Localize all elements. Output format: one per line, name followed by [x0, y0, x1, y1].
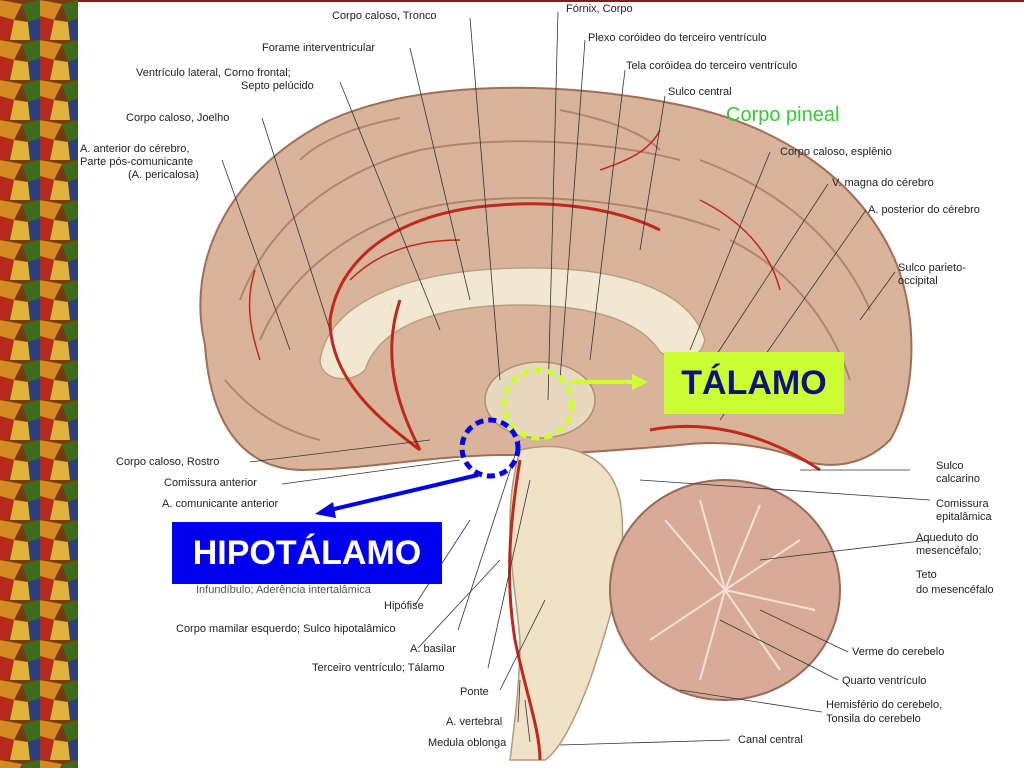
label-ponte: Ponte: [460, 686, 489, 698]
thalamus-shape: [484, 361, 596, 439]
label-comissura-epi-1: Comissura: [936, 498, 989, 510]
label-tela-coroidea: Tela coróidea do terceiro ventrículo: [626, 60, 798, 72]
label-ventriculo-lateral-2: Septo pelúcido: [241, 80, 314, 92]
label-fornix-corpo: Fórnix, Corpo: [566, 3, 633, 15]
label-sulco-central: Sulco central: [668, 86, 732, 98]
label-aqueduto-4: do mesencéfalo: [916, 584, 994, 596]
hipotalamo-arrow: [329, 473, 479, 512]
label-ventriculo-lateral-1: Ventrículo lateral, Corno frontal;: [136, 67, 291, 79]
label-corpo-caloso-tronco: Corpo caloso, Tronco: [332, 10, 437, 22]
label-a-anterior-3: (A. pericalosa): [128, 169, 199, 181]
label-comissura-epi-2: epitalâmica: [936, 511, 992, 523]
label-terceiro-ventriculo: Terceiro ventrículo; Tálamo: [312, 662, 445, 674]
label-aqueduto-1: Aqueduto do: [916, 532, 979, 544]
label-a-anterior-1: A. anterior do cérebro,: [80, 143, 190, 155]
label-sulco-parieto-2: occipital: [898, 275, 938, 287]
label-corpo-caloso-rostro: Corpo caloso, Rostro: [116, 456, 220, 468]
label-aqueduto-2: mesencéfalo;: [916, 545, 982, 557]
talamo-highlight-box: TÁLAMO: [664, 352, 844, 414]
label-hemisferio-1: Hemisfério do cerebelo,: [826, 699, 943, 711]
label-forame-interventricular: Forame interventricular: [262, 42, 376, 54]
label-hemisferio-2: Tonsila do cerebelo: [826, 713, 921, 725]
label-sulco-calcarino-2: calcarino: [936, 473, 981, 485]
label-quarto-ventriculo: Quarto ventrículo: [842, 675, 927, 687]
label-a-comunicante: A. comunicante anterior: [162, 498, 279, 510]
label-hipofise: Hipófise: [384, 600, 424, 612]
brainstem-shape: [509, 445, 624, 761]
label-plexo-coroideo: Plexo coróideo do terceiro ventrículo: [588, 32, 767, 44]
talamo-highlight-circle: [501, 367, 575, 441]
label-comissura-anterior: Comissura anterior: [164, 477, 257, 489]
label-infundibulo: Infundíbulo; Aderência intertalâmica: [196, 584, 371, 596]
label-corpo-mamilar: Corpo mamilar esquerdo; Sulco hipotalâmi…: [176, 623, 396, 635]
label-corpo-caloso-joelho: Corpo caloso, Joelho: [126, 112, 230, 124]
corpo-pineal-highlight-label: Corpo pineal: [726, 104, 840, 126]
label-canal-central: Canal central: [738, 734, 803, 746]
label-a-posterior: A. posterior do cérebro: [868, 204, 980, 216]
label-aqueduto-3: Teto: [916, 569, 937, 581]
hipotalamo-highlight-circle: [459, 417, 521, 479]
label-medula: Medula oblonga: [428, 737, 507, 749]
hipotalamo-highlight-box: HIPOTÁLAMO: [172, 522, 442, 584]
label-a-anterior-2: Parte pós-comunicante: [80, 156, 194, 168]
label-verme: Verme do cerebelo: [852, 646, 945, 658]
label-v-magna: V. magna do cérebro: [832, 177, 934, 189]
label-a-basilar: A. basilar: [410, 643, 456, 655]
label-corpo-caloso-esplenio: Corpo caloso, esplênio: [780, 146, 892, 158]
label-sulco-parieto-1: Sulco parieto-: [898, 262, 966, 274]
label-a-vertebral: A. vertebral: [446, 716, 503, 728]
label-sulco-calcarino-1: Sulco: [936, 460, 964, 472]
decorative-mosaic-strip: [0, 0, 78, 768]
